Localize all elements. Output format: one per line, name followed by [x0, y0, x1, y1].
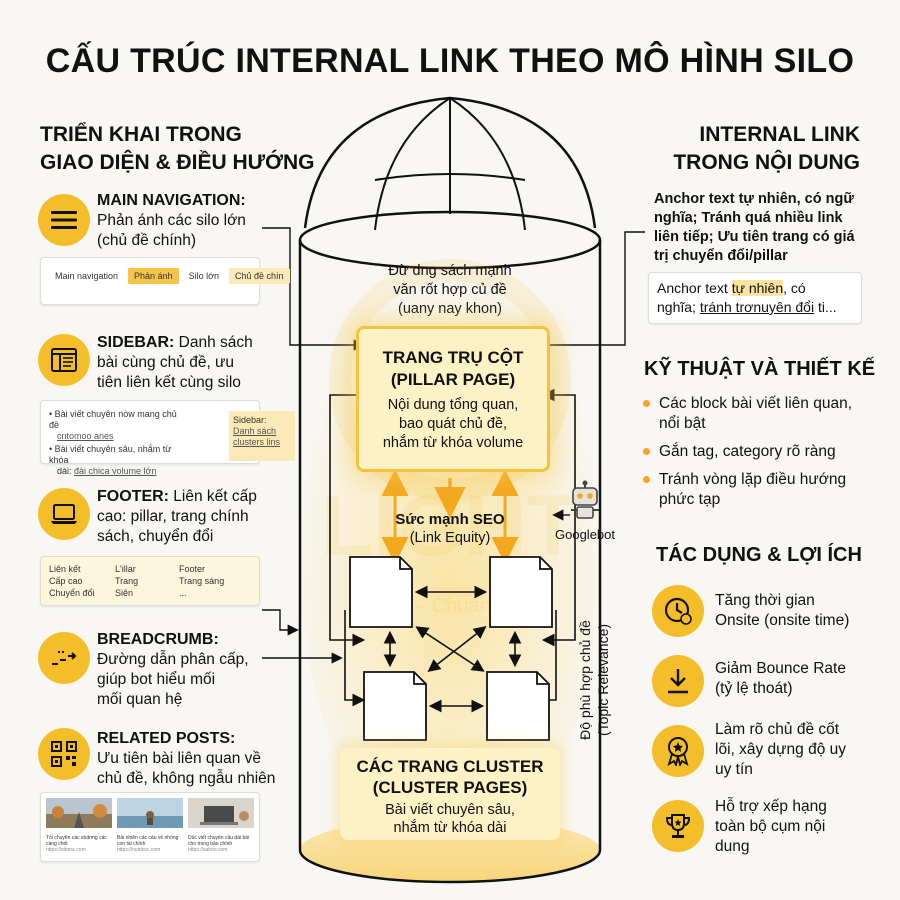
footer-col-2: L'illar Trang Siên	[115, 564, 139, 598]
hamburger-menu-icon	[38, 194, 90, 246]
dome-ring	[374, 173, 526, 181]
connector-nav	[262, 227, 365, 351]
loop-left-inner	[344, 610, 366, 707]
cluster-doc-3	[363, 671, 427, 741]
cluster-pages-box: CÁC TRANG CLUSTER (CLUSTER PAGES) Bài vi…	[340, 748, 560, 840]
cluster-doc-2	[489, 556, 553, 628]
loop-left	[329, 388, 374, 647]
breadcrumb-item: BREADCRUMB: Đường dẫn phân cấp, giúp bot…	[97, 631, 249, 708]
related-posts-card: Tối chuyên các stutrmg các càng chrit ht…	[40, 792, 260, 862]
related-post-2[interactable]: Bài nhiên các cáo về nhóng con tài chính…	[117, 798, 183, 853]
sidebar-item: SIDEBAR: Danh sách bài cùng chủ đề, ưu t…	[97, 334, 253, 391]
related-post-3[interactable]: Dùc viết chuyên cầu dài bài cho trong bả…	[188, 798, 254, 853]
download-arrow-icon	[652, 655, 704, 707]
benefit-item: Làm rõ chủ đề cốt lõi, xây dựng độ uy uy…	[715, 721, 847, 778]
sidebar-card-box: Sidebar: Danh sách clusters lins	[229, 411, 295, 461]
sidebar-link-2[interactable]: đài chica volume lớn	[74, 466, 157, 476]
cluster-desc: Bài viết chuyên sâu, nhắm từ khóa dài	[385, 802, 515, 836]
connector-footer	[262, 609, 299, 636]
footer-item: FOOTER: Liên kết cấp cao: pillar, trang …	[97, 488, 257, 545]
left-section-heading: TRIỂN KHAI TRONG GIAO DIỆN & ĐIỀU HƯỚNG	[40, 123, 315, 174]
googlebot: Googlebot	[547, 480, 623, 542]
clock-icon	[652, 585, 704, 637]
breadcrumb-arrows-icon	[38, 632, 90, 684]
related-posts-item: RELATED POSTS: Ưu tiên bài liên quan về …	[97, 730, 276, 787]
cluster-doc-4	[486, 671, 550, 741]
pillar-page-box: TRANG TRỤ CỘT (PILLAR PAGE) Nội dung tổn…	[356, 326, 550, 472]
footer-col-3: Footer Trang sáng ...	[179, 564, 225, 598]
post-thumb-lake	[117, 798, 183, 828]
page-title: CẤU TRÚC INTERNAL LINK THEO MÔ HÌNH SILO	[45, 42, 855, 80]
pillar-desc: Nội dung tổng quan, bao quát chủ đề, nhắ…	[382, 397, 524, 451]
benefit-item: Tăng thời gian Onsite (onsite time)	[715, 592, 850, 629]
nav-chip-phan-anh[interactable]: Phản ánh	[128, 268, 179, 284]
silo-bottom-rim	[298, 849, 602, 884]
cluster-title: CÁC TRANG CLUSTER (CLUSTER PAGES)	[356, 757, 544, 797]
sidebar-card: • Bài viết chuyên nòw mang chủ đề cntomo…	[40, 400, 295, 476]
footer-card: Liên kết Cấp cao Chuyển đổi L'illar Tran…	[40, 556, 260, 606]
anchor-sample-card: Anchor text tự nhiên, có nghĩa; tránh tr…	[648, 272, 862, 324]
nav-chip-chu-de[interactable]: Chủ đề chín	[229, 268, 290, 284]
footer-col-1: Liên kết Cấp cao Chuyển đổi	[49, 564, 95, 598]
award-medal-icon	[652, 725, 704, 777]
robot-icon	[571, 480, 599, 519]
pillar-title: TRANG TRỤ CỘT (PILLAR PAGE)	[382, 348, 524, 389]
benefit-item: Giảm Bounce Rate (tỷ lệ thoát)	[715, 660, 846, 697]
anchor-sample-link-1[interactable]: tự nhiên	[731, 280, 784, 296]
seo-label: Sức mạnh SEO (Link Equity)	[395, 511, 505, 546]
loop-right	[541, 388, 576, 647]
sidebar-box-link-2[interactable]: clusters lins	[233, 437, 281, 447]
tech-list: Các block bài viết liên quan, nổi bật Gắ…	[643, 394, 868, 518]
tech-item: Gắn tag, category rõ ràng	[643, 442, 868, 462]
sidebar-card-list: • Bài viết chuyên nòw mang chủ đề cntomo…	[49, 409, 177, 476]
sidebar-link-1[interactable]: cntomoo anes	[57, 431, 114, 441]
right-section-heading: INTERNAL LINK TRONG NỘI DUNG	[673, 123, 860, 174]
anchor-sample-link-2[interactable]: tránh trơnuyên đổi	[699, 299, 815, 315]
tech-heading: KỸ THUẬT VÀ THIẾT KẾ	[644, 358, 876, 380]
benefit-item: Hỗ trợ xếp hạng toàn bộ cụm nội dung	[715, 798, 827, 855]
post-thumb-road	[46, 798, 112, 828]
sidebar-box-link-1[interactable]: Danh sách	[233, 426, 277, 436]
post-thumb-laptop	[188, 798, 254, 828]
benefit-heading: TÁC DỤNG & LỢI ÍCH	[656, 544, 862, 566]
topic-relevance-label: Độ phù hợp chủ đề (Topic Relevance)	[577, 620, 611, 740]
doc-link-diag2	[427, 626, 487, 672]
connector-anchor	[537, 231, 645, 351]
top-note: Đừ dng sách mạnh văn rốt hợp củ đề (uany…	[388, 263, 512, 317]
tech-item: Các block bài viết liên quan, nổi bật	[643, 394, 868, 434]
anchor-text-guidelines: Anchor text tự nhiên, có ngữ nghĩa; Trán…	[654, 191, 855, 264]
cluster-doc-1	[349, 556, 413, 628]
qr-grid-icon	[38, 728, 90, 780]
laptop-icon	[38, 488, 90, 540]
related-post-1[interactable]: Tối chuyên các stutrmg các càng chrit ht…	[46, 798, 112, 853]
sidebar-layout-icon	[38, 334, 90, 386]
trophy-icon	[652, 800, 704, 852]
tech-item: Tránh vòng lặp điều hướng phức tạp	[643, 470, 868, 510]
main-navigation-item: MAIN NAVIGATION: Phản ánh các silo lớn (…	[97, 192, 246, 249]
nav-chip-silo-lon[interactable]: Silo lớn	[188, 271, 220, 281]
